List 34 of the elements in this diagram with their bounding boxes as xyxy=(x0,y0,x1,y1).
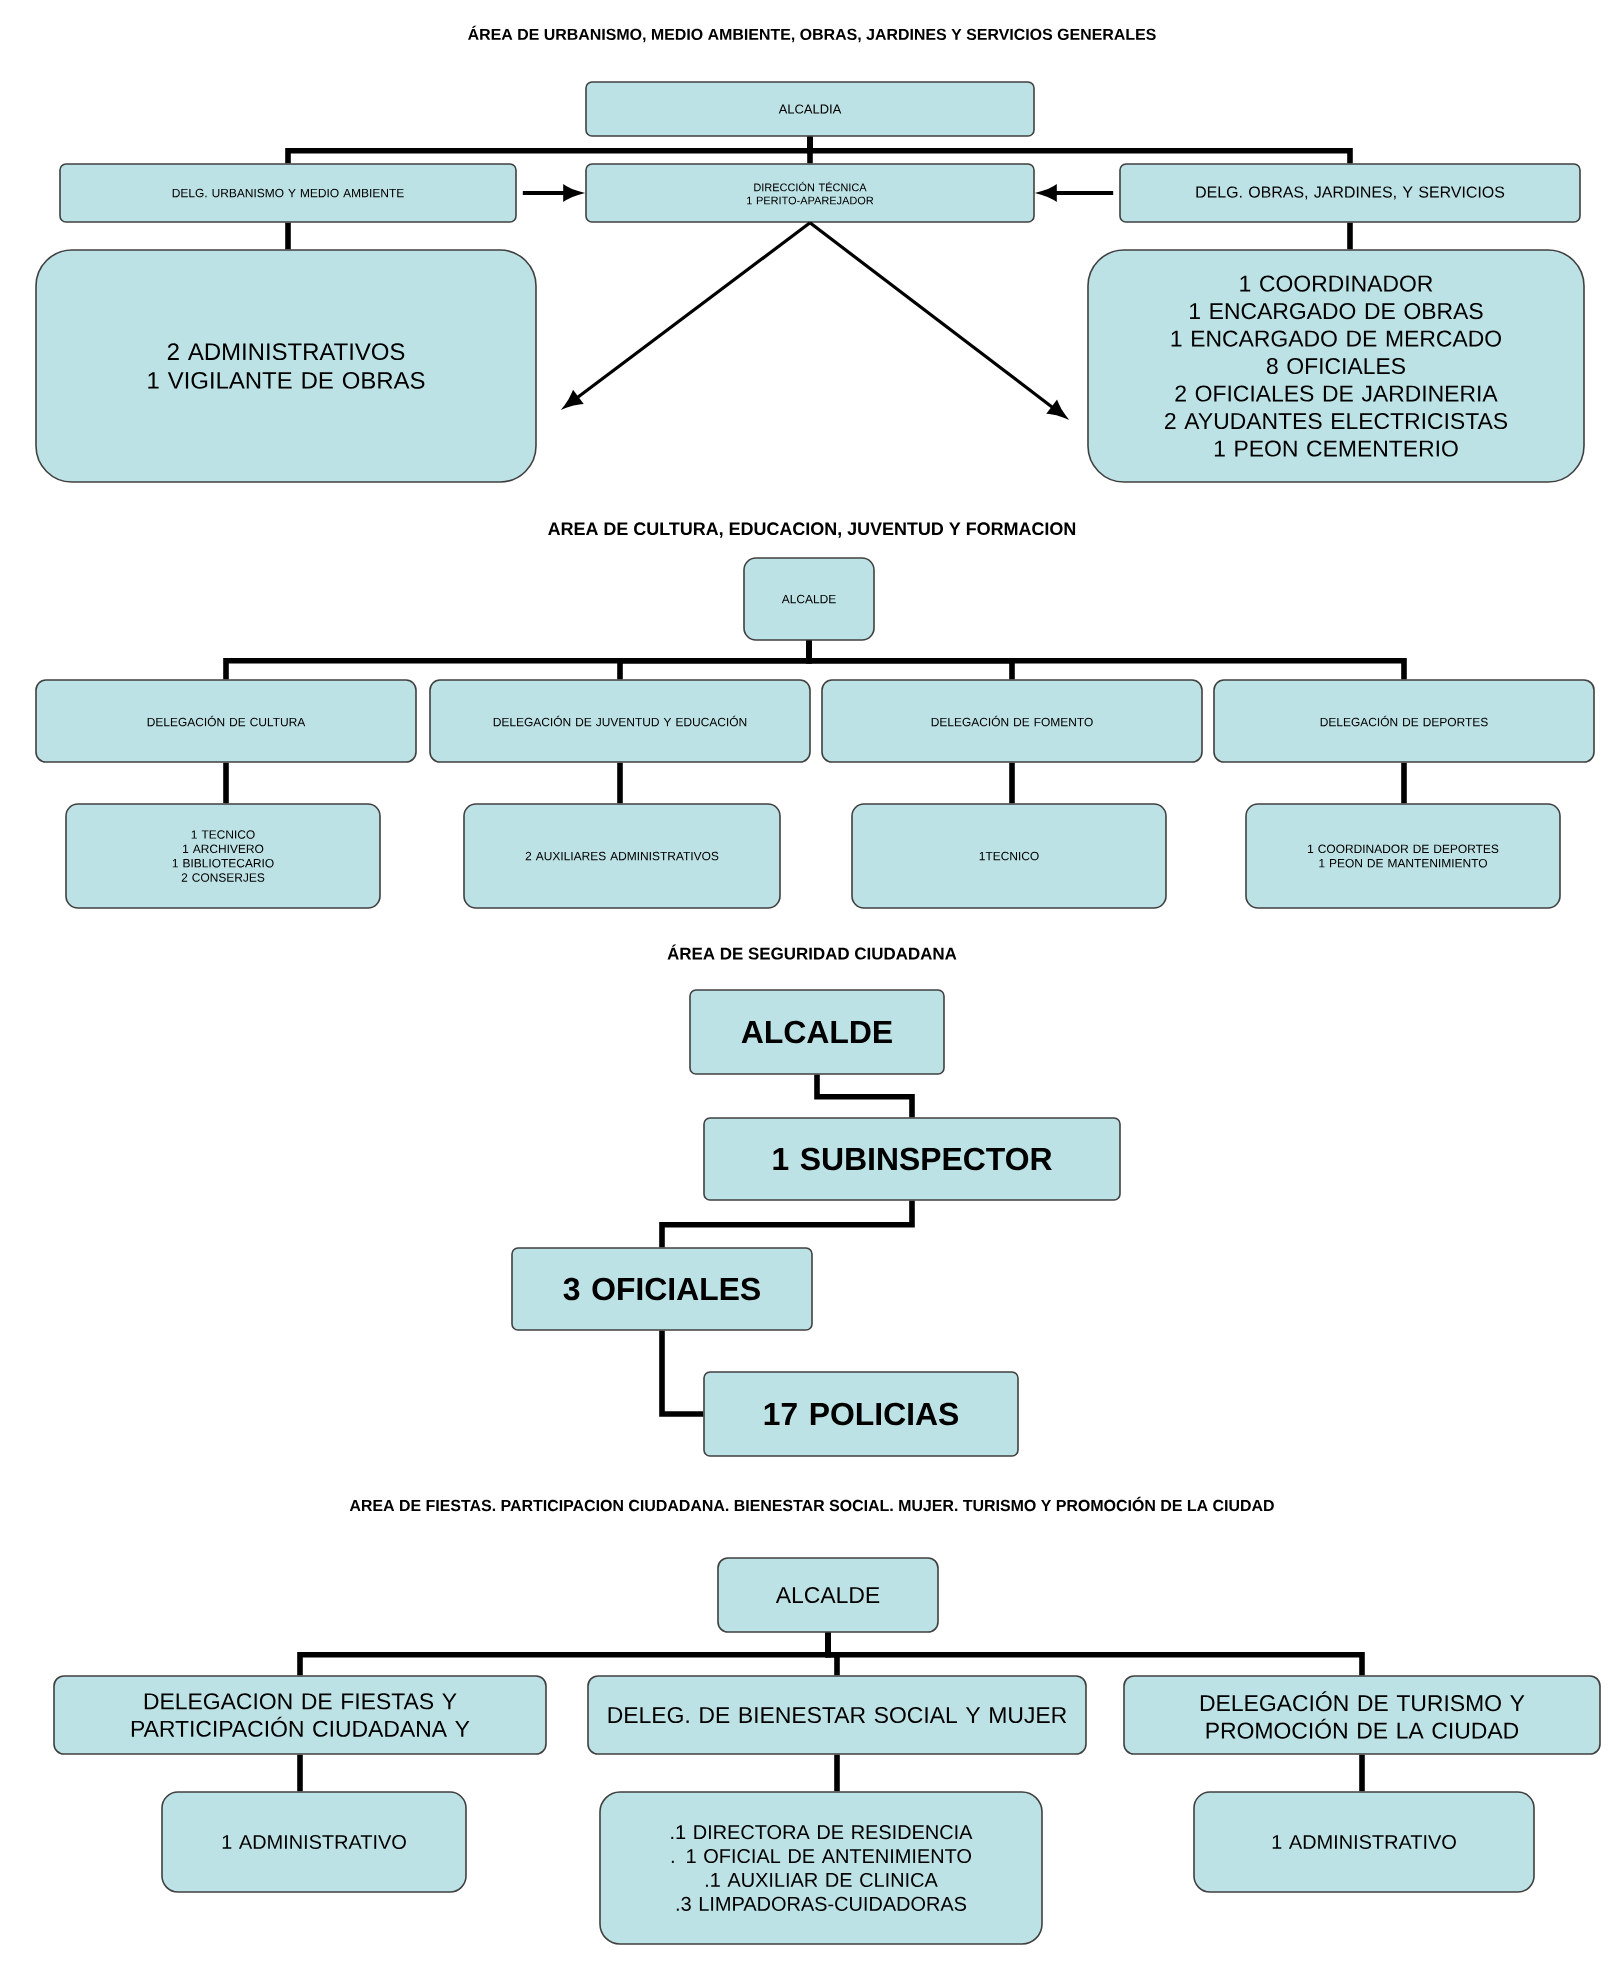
position-box: 17 POLICIAS xyxy=(703,1371,1019,1457)
arrow xyxy=(1040,185,1114,201)
connector-line xyxy=(285,222,291,250)
connector-line xyxy=(297,1754,303,1792)
position-box: DELEGACIÓN DE TURISMO Y PROMOCIÓN DE LA CIUDAD xyxy=(1123,1675,1601,1755)
connector-line xyxy=(1009,762,1015,804)
staff-box: .1 DIRECTORA DE RESIDENCIA . 1 OFICIAL DE ANTENIMIENTO .1 AUXILIAR DE CLINICA .3 LIMPADORAS-CUIDADORAS xyxy=(599,1791,1043,1945)
position-box: DELEGACION DE FIESTAS Y PARTICIPACIÓN CIUDADANA Y xyxy=(53,1675,547,1755)
connector-line xyxy=(223,762,229,804)
connector-line xyxy=(806,640,1407,680)
position-box: ALCALDE xyxy=(689,989,945,1075)
connector-line xyxy=(834,1754,840,1792)
position-box: 3 OFICIALES xyxy=(511,1247,813,1331)
connector-line xyxy=(807,136,1353,164)
connector-line xyxy=(1359,1754,1365,1792)
connector-line xyxy=(825,1632,1365,1676)
connector-line xyxy=(617,762,623,804)
position-box: ALCALDE xyxy=(717,1557,939,1633)
staff-box: 2 ADMINISTRATIVOS 1 VIGILANTE DE OBRAS xyxy=(35,249,537,483)
staff-box: 1 ADMINISTRATIVO xyxy=(1193,1791,1535,1893)
connector-line xyxy=(1401,762,1407,804)
connector-line xyxy=(1347,222,1353,250)
arrow xyxy=(564,221,811,408)
arrow xyxy=(809,221,1066,418)
position-box: 1 SUBINSPECTOR xyxy=(703,1117,1121,1201)
section-title: AREA DE CULTURA, EDUCACION, JUVENTUD Y FORMACION xyxy=(548,522,1076,538)
arrow xyxy=(522,185,580,201)
position-box: DELEG. DE BIENESTAR SOCIAL Y MUJER xyxy=(587,1675,1087,1755)
connector-line xyxy=(659,1330,704,1417)
connector-line xyxy=(814,1074,915,1118)
staff-box: 1 ADMINISTRATIVO xyxy=(161,1791,467,1893)
staff-box: 1 COORDINADOR 1 ENCARGADO DE OBRAS 1 ENCARGADO DE MERCADO 8 OFICIALES 2 OFICIALES DE JARDINERIA 2 AYUDANTES ELECTRICISTAS 1 PEON CEMENTERIO xyxy=(1087,249,1585,483)
connector-line xyxy=(659,1200,915,1248)
section-title: ÁREA DE SEGURIDAD CIUDADANA xyxy=(667,944,957,960)
